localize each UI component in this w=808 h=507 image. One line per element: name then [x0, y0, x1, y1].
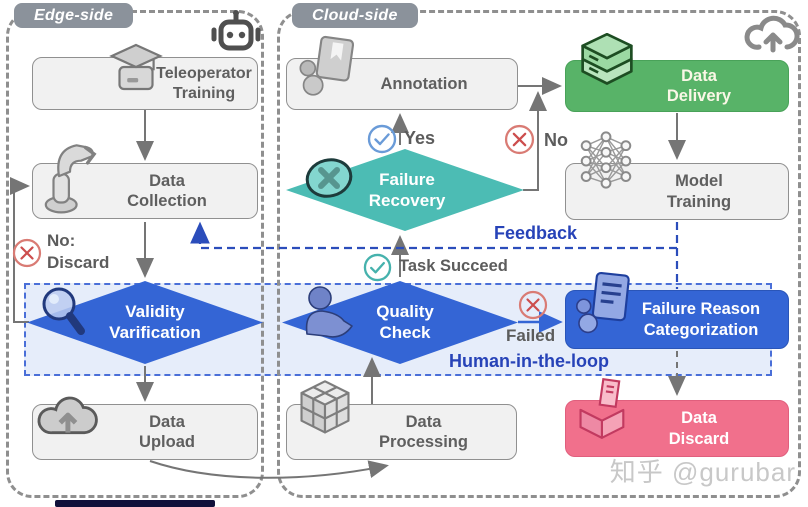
- quality-check-diamond: [282, 281, 518, 364]
- label-line: Categorization: [643, 320, 759, 339]
- data-upload-node: Data Upload: [32, 396, 258, 460]
- human-in-the-loop-label: Human-in-the-loop: [449, 351, 609, 371]
- annotation-node: Annotation: [286, 35, 518, 110]
- data-processing-label: Data Processing: [287, 405, 516, 459]
- label-line: Recovery: [368, 191, 446, 211]
- label-line: Model: [675, 172, 723, 191]
- no-label: No: [544, 130, 568, 150]
- label-line: Annotation: [380, 74, 468, 93]
- feedback-wires: [190, 221, 679, 289]
- label-line: Data: [149, 171, 185, 190]
- label-line: Data: [681, 409, 717, 428]
- label-line: Varification: [109, 323, 201, 343]
- label-line: Upload: [139, 433, 195, 451]
- label-line: Data: [149, 412, 185, 431]
- label-line: Teleoperator: [156, 64, 252, 82]
- label-line: Training: [666, 192, 732, 211]
- data-processing-node: Data Processing: [286, 380, 517, 460]
- label-line: Collection: [127, 192, 207, 210]
- data-discard-node: Data Discard: [565, 377, 789, 457]
- cloud-side-panel: [277, 10, 801, 498]
- validity-varification-diamond: [27, 281, 263, 364]
- label-line: Validity: [125, 302, 185, 321]
- quality-check-label: Quality Check: [345, 301, 465, 343]
- feedback-to-collection: [190, 221, 677, 250]
- label-line: Failure Reason: [641, 300, 761, 319]
- label-line: Processing: [379, 433, 468, 451]
- validity-varification-label: Validity Varification: [95, 301, 215, 343]
- arrow-upload-to-processing: [149, 460, 389, 479]
- arrow-validity-no-loop: [10, 177, 30, 323]
- label-line: Failure: [379, 170, 435, 189]
- model-training-node: Model Training: [565, 131, 789, 220]
- failed-label: Failed: [506, 326, 556, 345]
- edge-side-panel: [6, 10, 264, 498]
- label-line: Discard: [47, 253, 110, 273]
- cloud-side-label: Cloud-side: [312, 6, 398, 24]
- annotation-label: Annotation: [287, 59, 517, 109]
- label-line: Delivery: [666, 87, 732, 105]
- no-discard-label: No: Discard: [47, 230, 109, 274]
- label-line: Data: [681, 66, 717, 85]
- task-succeed-label: Task Succeed: [399, 257, 508, 275]
- cloud-side-badge: Cloud-side: [292, 3, 418, 28]
- data-discard-label: Data Discard: [566, 401, 788, 456]
- arrow-recovery-no-to-delivery: [523, 91, 547, 191]
- watermark: 知乎 @gurubar: [609, 457, 796, 487]
- failure-recovery-label: Failure Recovery: [347, 169, 467, 211]
- gray-arrows: [10, 77, 686, 479]
- yes-label: Yes: [404, 128, 436, 148]
- label-line: Data: [405, 412, 442, 431]
- data-delivery-node: Data Delivery: [565, 33, 789, 112]
- failure-reason-categorization-node: Failure Reason Categorization: [565, 271, 789, 349]
- data-upload-label: Data Upload: [33, 405, 257, 459]
- edge-side-label: Edge-side: [34, 6, 114, 24]
- teleoperator-training-label: Teleoperator Training: [33, 58, 257, 109]
- label-line: Training: [172, 84, 236, 102]
- teleoperator-training-node: Teleoperator Training: [32, 43, 258, 110]
- edge-side-badge: Edge-side: [14, 3, 134, 28]
- model-training-label: Model Training: [566, 164, 788, 219]
- feedback-label: Feedback: [494, 223, 578, 243]
- cropped-ui-bar: [55, 500, 215, 507]
- label-line: No:: [47, 231, 76, 250]
- data-delivery-label: Data Delivery: [566, 61, 788, 111]
- label-line: Quality: [376, 302, 434, 321]
- data-collection-node: Data Collection: [32, 144, 258, 219]
- label-line: Check: [379, 323, 431, 343]
- label-line: Discard: [668, 429, 730, 448]
- data-collection-label: Data Collection: [33, 164, 257, 218]
- failure-reason-categorization-label: Failure Reason Categorization: [566, 291, 788, 348]
